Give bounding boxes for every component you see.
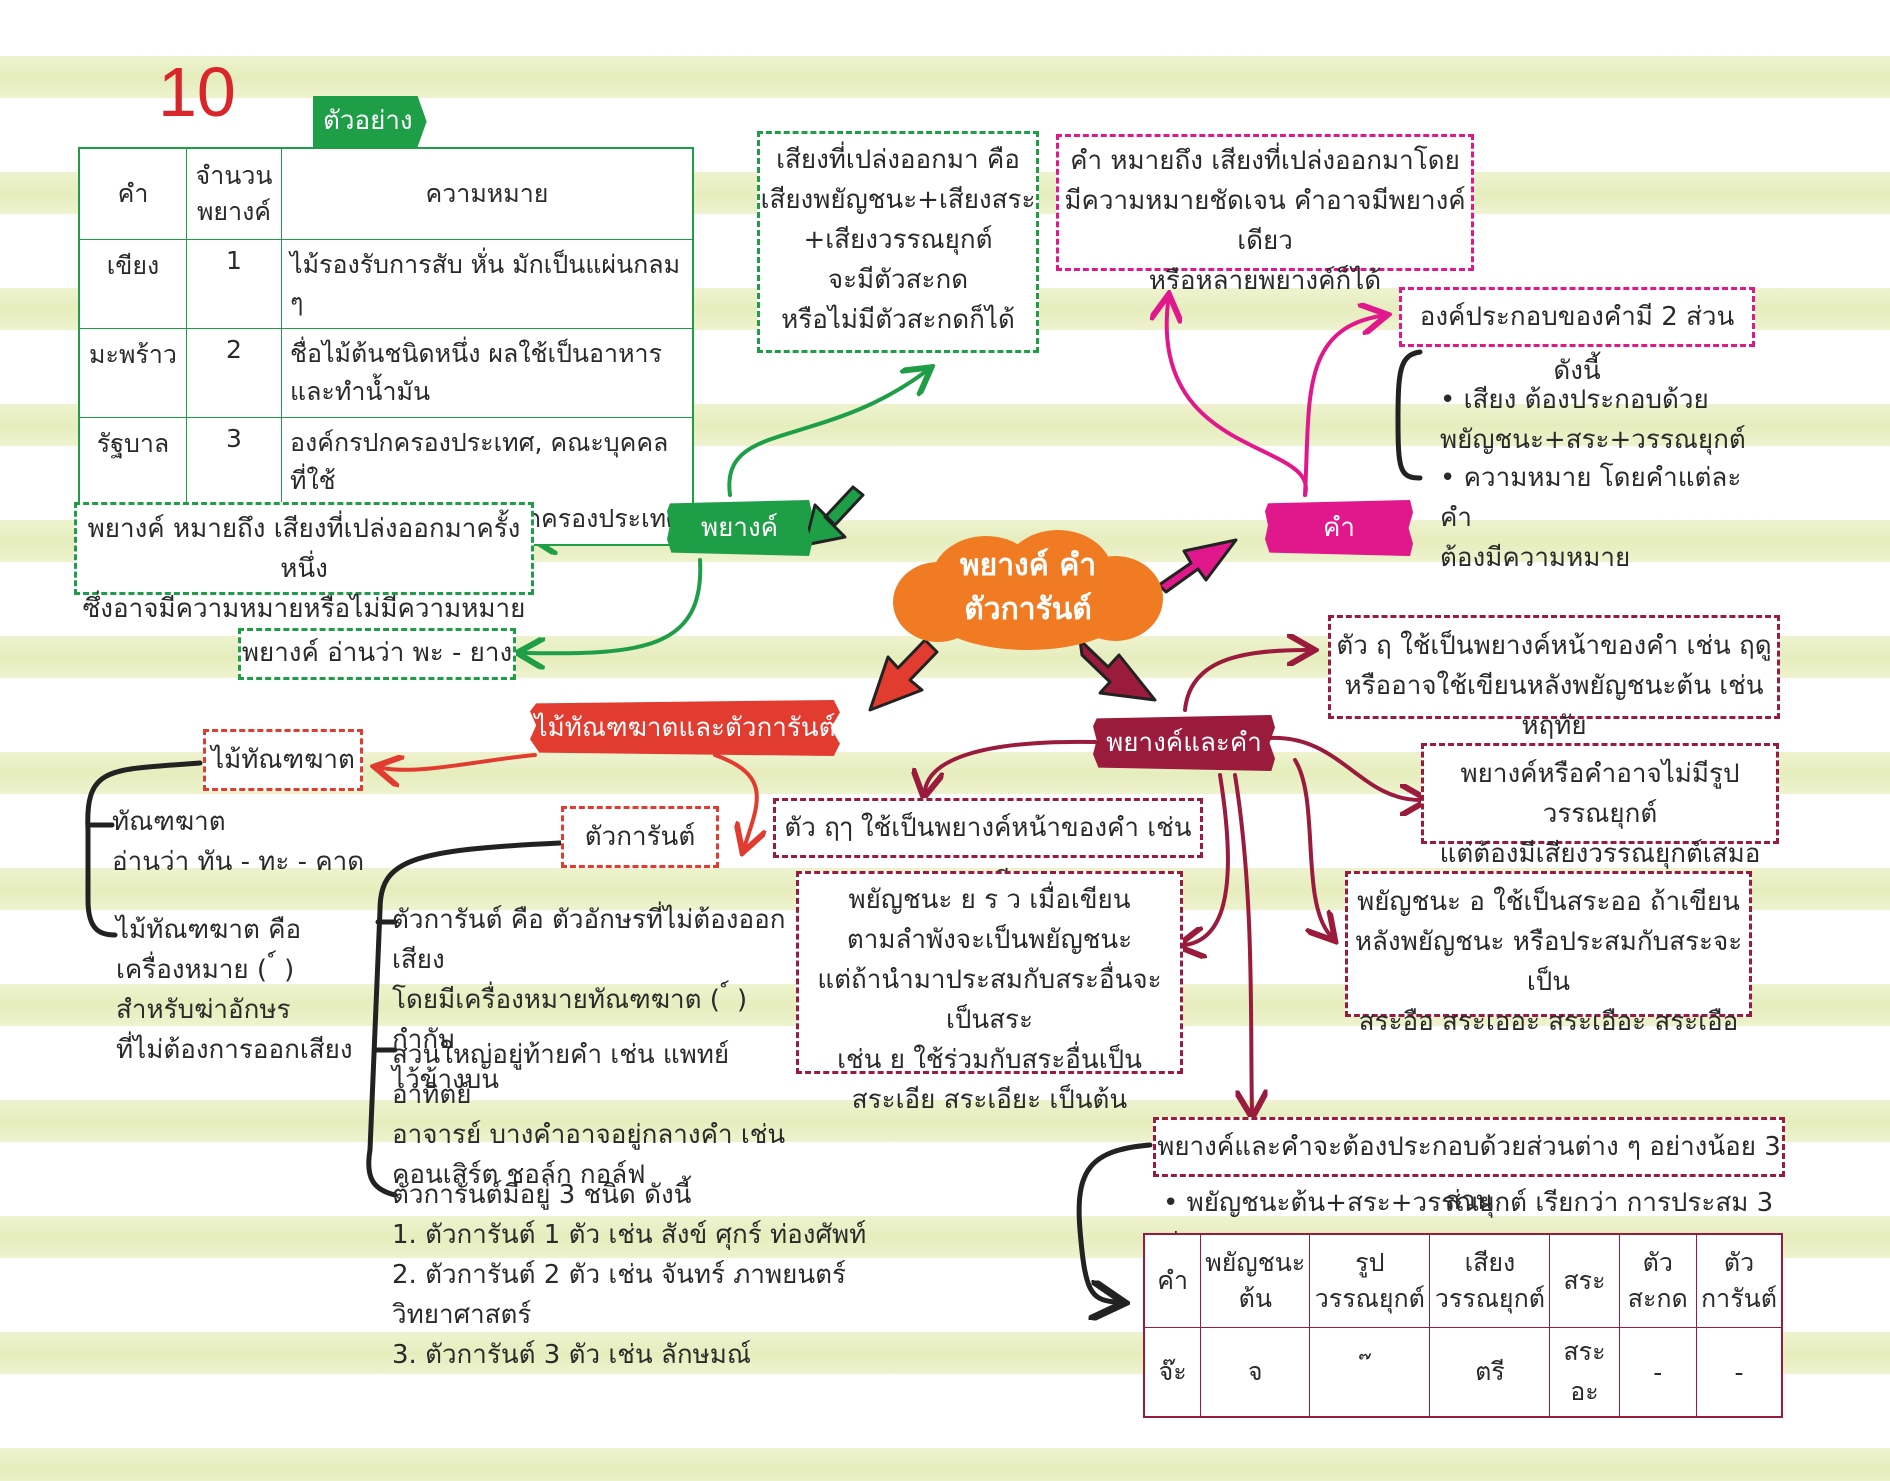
- bracket-karan: [366, 840, 563, 1198]
- table-cell: ๊: [1309, 1327, 1431, 1418]
- karan-definition: ตัวการันต์ คือ ตัวอักษรที่ไม่ต้องออกเสีย…: [392, 905, 786, 1095]
- table-header-row: คำ พยัญชนะ ต้น รูป วรรณยุกต์ เสียง วรรณย…: [1143, 1233, 1783, 1328]
- table-cell: มะพร้าว: [78, 328, 187, 418]
- link-rue-long: [925, 739, 1097, 790]
- bracket-three-parts: [1076, 1142, 1153, 1302]
- table-header: คำ: [78, 147, 187, 240]
- thanthakhat-definition: ไม้ทัณฑฆาต คือ เครื่องหมาย ( ์ ) สำหรับฆ…: [116, 915, 353, 1065]
- link-three-parts: [1233, 773, 1252, 1110]
- table-header: เสียง วรรณยุกต์: [1429, 1233, 1551, 1328]
- link-thanthakhat: [382, 753, 537, 770]
- table-header: ตัว สะกด: [1618, 1233, 1697, 1328]
- table-cell: ตรี: [1429, 1327, 1551, 1418]
- table-header: คำ: [1143, 1233, 1202, 1328]
- three-parts-box: พยางค์และคำจะต้องประกอบด้วยส่วนต่าง ๆ อย…: [1153, 1117, 1785, 1216]
- table-cell: เขียง: [78, 239, 187, 329]
- syllable-read-box: พยางค์ อ่านว่า พะ - ยาง: [238, 628, 516, 680]
- table-cell: จ๊ะ: [1143, 1327, 1202, 1418]
- syllable-def-box: พยางค์ หมายถึง เสียงที่เปล่งออกมาครั้งหน…: [74, 502, 534, 664]
- three-parts-bullet: • พยัญชนะต้น+สระ+วรรณยุกต์ เรียกว่า การป…: [1163, 1188, 1774, 1258]
- table-cell: ไม้รองรับการสับ หั่น มักเป็นแผ่นกลม ๆ: [281, 239, 694, 329]
- table-row: จ๊ะ จ ๊ ตรี สระอะ - -: [1143, 1327, 1783, 1418]
- rue-long-box: ตัว ฤๅ ใช้เป็นพยางค์หน้าของคำ เช่น ฤๅษี: [773, 798, 1203, 897]
- thanthakhat-reading: ทัณฑฆาต อ่านว่า ทัน - ทะ - คาด: [112, 807, 365, 877]
- karan-box: ตัวการันต์: [561, 806, 719, 868]
- o-vowel-box: พยัญชนะ อ ใช้เป็นสระออ ถ้าเขียน หลังพยัญ…: [1345, 871, 1752, 1037]
- yrw-box: พยัญชนะ ย ร ว เมื่อเขียน ตามลำพังจะเป็นพ…: [796, 871, 1183, 1115]
- link-yrw: [1185, 773, 1230, 945]
- table-cell: สระอะ: [1549, 1327, 1620, 1418]
- link-word-def: [1167, 302, 1308, 497]
- table-cell: -: [1618, 1327, 1697, 1418]
- link-syllable-read: [525, 558, 703, 653]
- page-number: 10: [158, 53, 236, 131]
- table-cell: 1: [186, 239, 282, 329]
- word-def-box: คำ หมายถึง เสียงที่เปล่งออกมาโดย มีความห…: [1056, 134, 1474, 296]
- table-header: จำนวน พยางค์: [186, 147, 282, 240]
- node-word: คำ: [1265, 500, 1413, 556]
- link-rue: [1183, 650, 1307, 712]
- component-table: คำ พยัญชนะ ต้น รูป วรรณยุกต์ เสียง วรรณย…: [1143, 1233, 1783, 1418]
- node-thanthakhat: ไม้ทัณฑฆาตและตัวการันต์: [530, 700, 840, 756]
- word-parts-bullet: • เสียง ต้องประกอบด้วย พยัญชนะ+สระ+วรรณย…: [1440, 385, 1746, 455]
- link-word-parts: [1303, 316, 1380, 497]
- table-cell: -: [1695, 1327, 1783, 1418]
- example-tag: ตัวอย่าง: [313, 96, 427, 147]
- table-cell: จ: [1200, 1327, 1311, 1418]
- table-header: ความหมาย: [281, 147, 694, 240]
- thanthakhat-box: ไม้ทัณฑฆาต: [203, 729, 363, 791]
- table-header-row: คำ จำนวน พยางค์ ความหมาย: [78, 147, 694, 240]
- link-karan: [713, 753, 757, 845]
- table-header: พยัญชนะ ต้น: [1200, 1233, 1311, 1328]
- karan-types: ตัวการันต์มีอยู่ 3 ชนิด ดังนี้ 1. ตัวการ…: [392, 1180, 867, 1370]
- rue-box: ตัว ฤ ใช้เป็นพยางค์หน้าของคำ เช่น ฤดู หร…: [1328, 615, 1780, 741]
- center-cloud: พยางค์ คำ ตัวการันต์: [893, 530, 1163, 650]
- link-o-vowel: [1293, 758, 1330, 935]
- table-header: สระ: [1549, 1233, 1620, 1328]
- example-table: คำ จำนวน พยางค์ ความหมาย เขียง 1 ไม้รองร…: [78, 147, 694, 546]
- bracket-thanthakhat: [85, 760, 203, 938]
- node-syllable: พยางค์: [667, 500, 812, 556]
- node-syllable-and-word: พยางค์และคำ: [1093, 715, 1275, 771]
- bracket-word-parts: [1395, 349, 1423, 481]
- table-row: มะพร้าว 2 ชื่อไม้ต้นชนิดหนึ่ง ผลใช้เป็นอ…: [78, 328, 694, 418]
- link-tone: [1268, 735, 1420, 800]
- tone-box: พยางค์หรือคำอาจไม่มีรูปวรรณยุกต์ แต่ต้อง…: [1421, 743, 1779, 869]
- table-header: ตัว การันต์: [1695, 1233, 1783, 1328]
- word-parts-box: องค์ประกอบของคำมี 2 ส่วน ดังนี้: [1399, 287, 1755, 386]
- table-row: เขียง 1 ไม้รองรับการสับ หั่น มักเป็นแผ่น…: [78, 239, 694, 329]
- table-cell: ชื่อไม้ต้นชนิดหนึ่ง ผลใช้เป็นอาหาร และทำ…: [281, 328, 694, 418]
- link-syllable-sound: [727, 372, 925, 497]
- karan-position: ส่วนใหญ่อยู่ท้ายคำ เช่น แพทย์ อาทิตย์ อา…: [392, 1040, 786, 1190]
- center-title: พยางค์ คำ ตัวการันต์: [959, 548, 1097, 627]
- syllable-sound-box: เสียงที่เปล่งออกมา คือ เสียงพยัญชนะ+เสีย…: [757, 131, 1039, 353]
- table-header: รูป วรรณยุกต์: [1309, 1233, 1431, 1328]
- table-cell: 2: [186, 328, 282, 418]
- word-parts-bullet: • ความหมาย โดยคำแต่ละคำ ต้องมีความหมาย: [1440, 463, 1742, 573]
